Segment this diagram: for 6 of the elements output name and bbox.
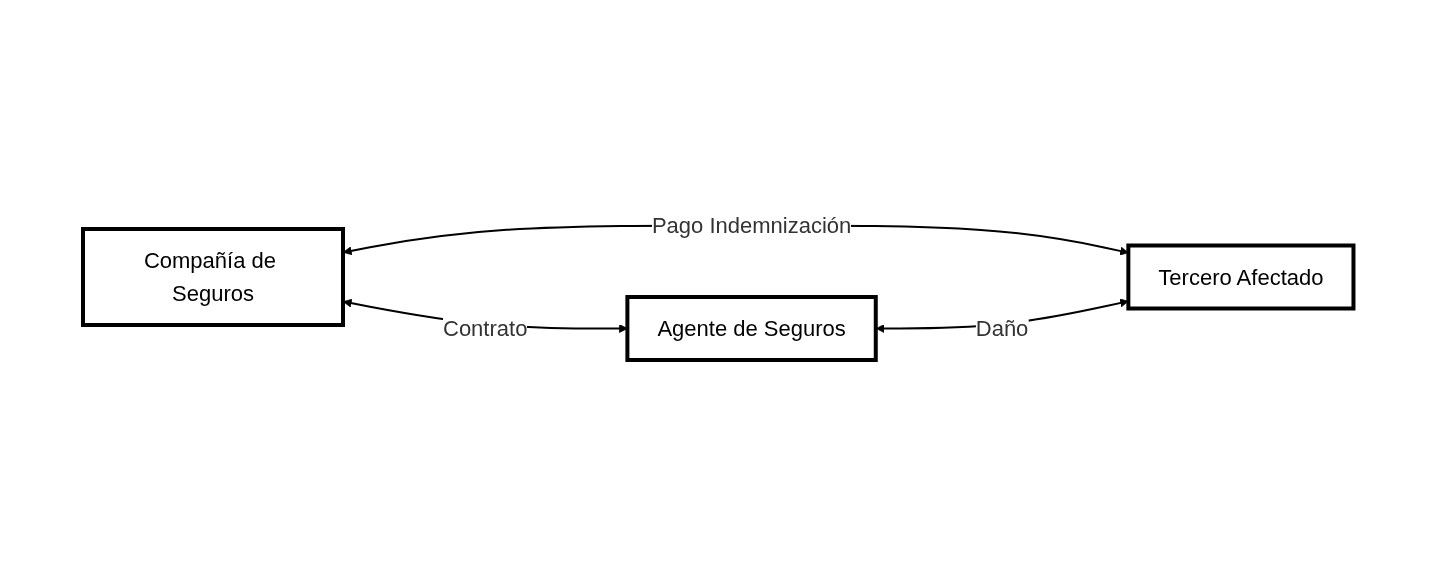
edge-label: Daño xyxy=(975,316,1029,341)
node-box: Agente de Seguros xyxy=(625,295,878,362)
node-box: Tercero Afectado xyxy=(1126,243,1356,311)
edge-label: Contrato xyxy=(442,316,528,341)
node-box: Compañía de Seguros xyxy=(80,227,345,327)
edge-label: Pago Indemnización xyxy=(651,213,852,238)
